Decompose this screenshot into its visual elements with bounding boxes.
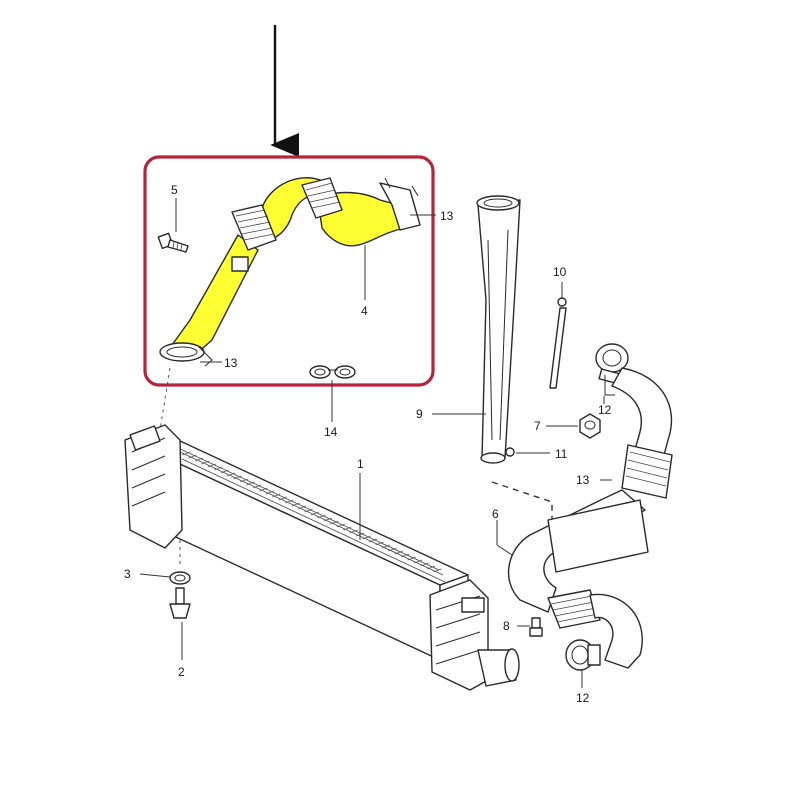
callout-5: 5: [171, 183, 178, 197]
nut-part-7: [579, 413, 601, 439]
gasket-part-14: [309, 365, 356, 379]
callout-6: 6: [492, 507, 499, 521]
callout-8: 8: [503, 619, 510, 633]
callout-12-top: 12: [598, 403, 612, 417]
clamp-part-12-top: [604, 375, 615, 396]
bolt-part-8: [529, 617, 543, 637]
breather-tube-part-10: [549, 297, 567, 389]
connection-dash-left: [159, 367, 171, 431]
clip-part-11: [505, 447, 515, 457]
callout-4: 4: [361, 304, 368, 318]
bolt-part-5: [157, 232, 189, 253]
leader-lines: [139, 198, 612, 688]
callout-13-top: 13: [440, 209, 454, 223]
callout-13-bottom: 13: [224, 356, 238, 370]
intercooler-part-1: [124, 424, 520, 691]
callout-9: 9: [416, 407, 423, 421]
outlet-hose-part-6: [507, 343, 673, 671]
callout-12-bottom: 12: [576, 691, 590, 705]
grommet-part-3: [169, 571, 191, 585]
callout-7: 7: [534, 419, 541, 433]
bolt-part-2: [169, 587, 191, 619]
callout-14: 14: [324, 425, 338, 439]
air-pipe-part-9: [476, 195, 521, 464]
callout-labels: 5 13 4 13 14 1 3 2 9 11 7 10 12 13 6 8 1…: [124, 183, 612, 705]
callout-1: 1: [357, 457, 364, 471]
highlight-frame: [143, 155, 435, 387]
highlighted-hose-part-4: [159, 177, 421, 367]
callout-13-right: 13: [576, 473, 590, 487]
callout-11: 11: [555, 447, 568, 461]
callout-2: 2: [178, 665, 185, 679]
callout-3: 3: [124, 567, 131, 581]
callout-10: 10: [553, 265, 567, 279]
